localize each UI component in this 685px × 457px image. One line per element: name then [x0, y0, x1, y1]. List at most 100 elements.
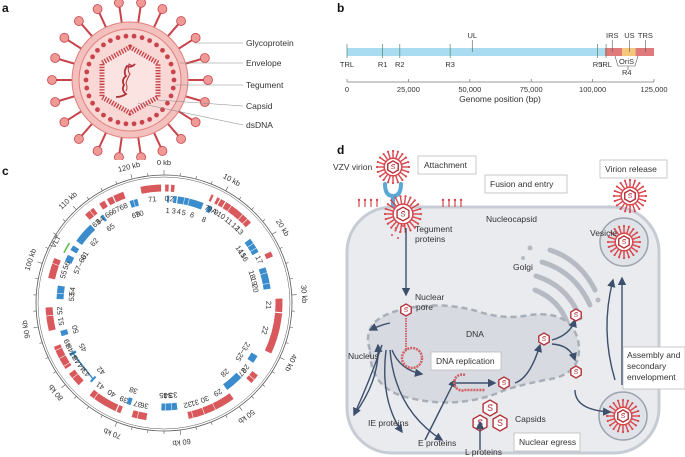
gene-label: 17 [253, 254, 265, 265]
label-assembly-3: envelopment [627, 372, 676, 382]
oris-r4-bracket [614, 55, 639, 70]
gene-label: 29 [212, 387, 224, 399]
x-tick-label: 125,000 [640, 85, 667, 94]
tegument-dot [168, 93, 174, 99]
tegument-dot [101, 42, 106, 48]
gene-label: 4 [176, 207, 182, 217]
panel-letter-b: b [337, 1, 345, 15]
gene-label: 22 [259, 325, 270, 335]
gene-30 [202, 403, 216, 415]
spike-head [50, 53, 61, 63]
svg-text:S: S [574, 312, 579, 319]
gene-48 [55, 347, 66, 359]
tegument-dot [154, 112, 159, 118]
vlt-transcript [63, 242, 71, 254]
gene-label: 9 [212, 208, 220, 218]
kb-label: 30 kb [299, 285, 309, 304]
gene-label: 11 [223, 215, 235, 227]
gene-label: 7 [203, 203, 210, 213]
spike-head [92, 146, 103, 156]
label-dna-replication: DNA replication [436, 356, 495, 366]
gene-29 [212, 393, 234, 410]
x-tick-label: 25,000 [397, 85, 420, 94]
svg-text:S: S [621, 413, 626, 420]
label-dsdna: dsDNA [246, 120, 273, 130]
segment-label: US [624, 31, 634, 40]
tegument-dot [171, 77, 177, 83]
splice-link [72, 352, 94, 380]
gene-label: 3 [171, 206, 176, 215]
gene-label: 52 [55, 306, 65, 315]
fusing-virion-icon: S [357, 195, 463, 239]
spike-head [74, 134, 84, 144]
label-golgi: Golgi [513, 262, 533, 272]
spike-head [136, 152, 146, 160]
label-envelope: Envelope [246, 58, 282, 68]
tegument-dot [115, 119, 121, 125]
gene-41 [89, 389, 99, 399]
tegument-dot [90, 54, 95, 60]
gene-27 [246, 375, 255, 384]
gene-14 [244, 238, 254, 248]
gene-label: 48 [64, 343, 76, 354]
gene-label: 67 [110, 204, 122, 216]
label-nuclear-pore-2: pore [416, 302, 433, 312]
gene-label: 65 [105, 221, 117, 233]
gene-label: 61 [79, 250, 91, 262]
label-oris: OriS [619, 57, 634, 66]
gene-64 [90, 207, 98, 216]
virion-structure-diagram: Glycoprotein Envelope Tegument Capsid ds… [47, 0, 294, 160]
spike-head [47, 75, 57, 85]
gene-label: 32 [183, 399, 193, 410]
panel-letter-a: a [2, 1, 9, 15]
spike-head [114, 0, 124, 8]
tegument-dot [170, 69, 176, 75]
tegument-dot [90, 100, 95, 106]
tegument-dot [160, 47, 165, 53]
gene-46 [63, 362, 72, 369]
gene-9A [214, 197, 221, 205]
repeat-label: R3 [445, 60, 455, 69]
panel-letter-d: d [337, 143, 345, 157]
genome-segment-irs [604, 48, 623, 56]
label-virion-release: Virion release [605, 164, 657, 174]
spike-head [203, 75, 213, 85]
label-assembly-1: Assembly and [627, 350, 681, 360]
gene-55 [48, 263, 59, 280]
pathway-arrows [353, 228, 627, 450]
gene-label: 47 [68, 350, 80, 362]
x-tick-label: 75,000 [520, 85, 543, 94]
repeat-label: R5 [593, 60, 603, 69]
label-l-proteins: L proteins [465, 447, 502, 457]
vlt-label: VLT [48, 233, 63, 249]
gene-label: 50 [70, 324, 81, 335]
tegument-dot [147, 38, 153, 44]
tegument-dot [86, 61, 92, 67]
gene-label: 69 [131, 209, 142, 220]
gene-5 [183, 197, 190, 206]
tegument-dot [107, 38, 113, 44]
gene-label: 34 [164, 391, 173, 400]
gene-10 [222, 202, 232, 212]
tegument-dots [83, 33, 177, 127]
gene-4 [177, 196, 185, 205]
label-glycoprotein: Glycoprotein [246, 38, 294, 48]
svg-text:S: S [391, 164, 396, 171]
kb-label: 90 kb [20, 319, 32, 339]
svg-text:S: S [574, 369, 579, 376]
gene-label: 42 [95, 365, 107, 377]
label-capsids: Capsids [515, 414, 546, 424]
tegument-dot [131, 121, 137, 127]
tegument-dot [83, 77, 89, 83]
x-tick-label: 0 [345, 85, 349, 94]
label-vesicle: Vesicle [590, 228, 617, 238]
gene-49 [53, 344, 62, 351]
gene-label: 71 [148, 194, 157, 204]
label-nucleus: Nucleus [348, 351, 379, 361]
label-r4: R4 [622, 68, 632, 77]
spike-head [92, 4, 103, 14]
gene-66 [99, 200, 108, 210]
gene-15 [247, 243, 257, 252]
label-dna: DNA [466, 329, 484, 339]
